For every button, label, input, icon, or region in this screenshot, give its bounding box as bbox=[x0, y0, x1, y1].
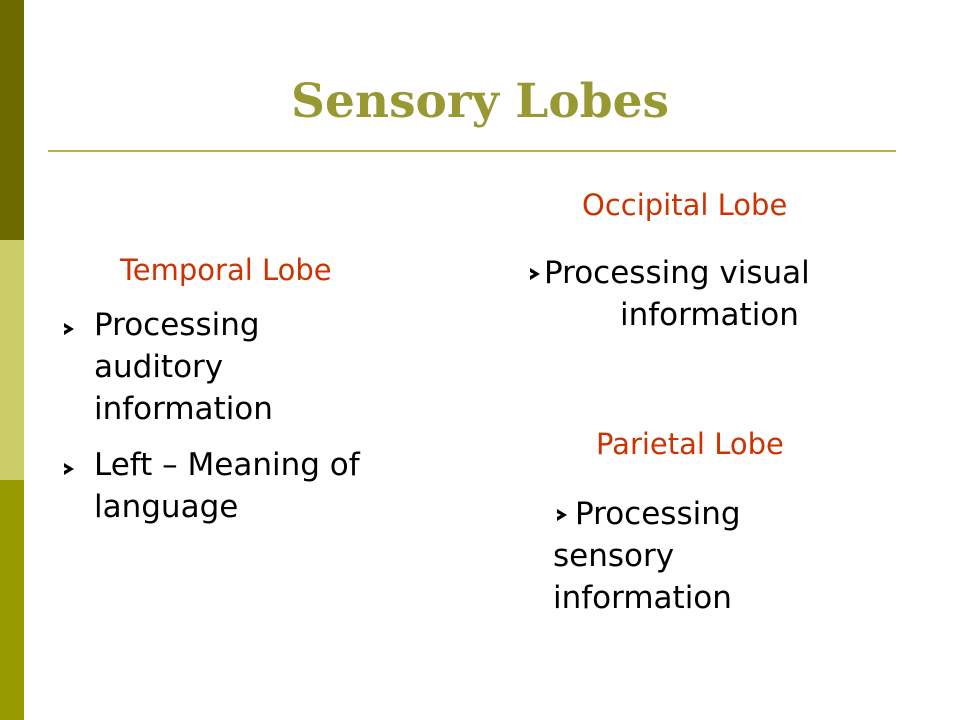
parietal-bullet: Processing sensory information bbox=[553, 493, 741, 619]
parietal-bullet-line-2: sensory bbox=[553, 538, 675, 574]
temporal-bullet-2-line-2: language bbox=[94, 489, 239, 525]
parietal-lobe-heading: Parietal Lobe bbox=[596, 427, 784, 461]
arrow-bullet-icon bbox=[64, 323, 74, 335]
parietal-bullet-line-1: Processing bbox=[575, 496, 741, 532]
sidebar-accent-bottom bbox=[0, 480, 24, 720]
temporal-bullet-1-line-2: auditory bbox=[94, 349, 224, 385]
slide-title: Sensory Lobes bbox=[291, 74, 669, 129]
temporal-bullet-2: Left – Meaning of language bbox=[94, 444, 360, 528]
sidebar-accent-top bbox=[0, 0, 24, 240]
temporal-bullet-1-line-3: information bbox=[94, 391, 273, 427]
temporal-bullet-2-line-1: Left – Meaning of bbox=[94, 447, 360, 483]
title-divider bbox=[48, 150, 896, 152]
arrow-bullet-icon bbox=[64, 463, 74, 475]
sidebar-accent-middle bbox=[0, 240, 24, 480]
temporal-bullet-1: Processing auditory information bbox=[94, 304, 273, 430]
parietal-bullet-line-3: information bbox=[553, 580, 732, 616]
occipital-bullet: Processing visual information bbox=[544, 252, 810, 336]
temporal-bullet-1-line-1: Processing bbox=[94, 307, 260, 343]
occipital-bullet-line-2: information bbox=[620, 297, 799, 333]
temporal-lobe-heading: Temporal Lobe bbox=[120, 253, 332, 287]
arrow-bullet-icon bbox=[530, 268, 540, 280]
occipital-lobe-heading: Occipital Lobe bbox=[582, 188, 788, 222]
arrow-bullet-icon bbox=[557, 509, 567, 521]
occipital-bullet-line-1: Processing visual bbox=[544, 255, 810, 291]
